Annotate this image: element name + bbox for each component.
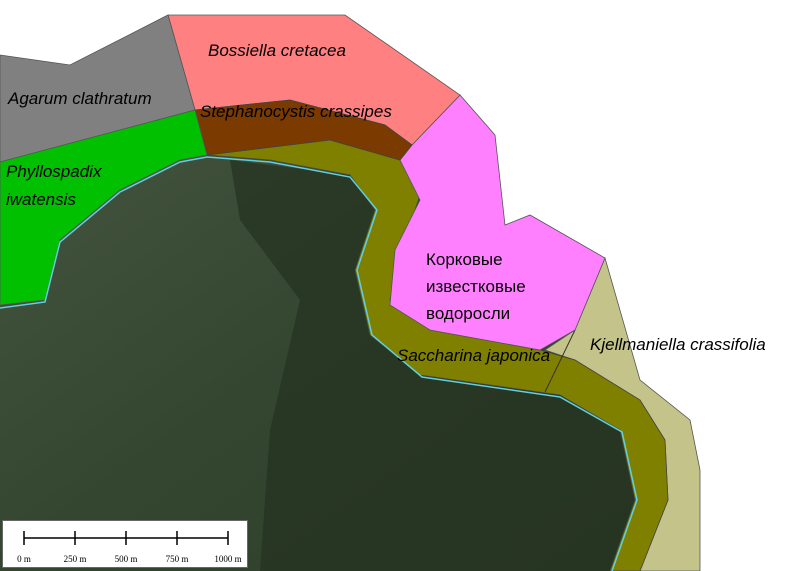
coastline bbox=[0, 156, 638, 571]
scale-tick-label: 1000 m bbox=[214, 554, 242, 564]
label-crustose-algae: Корковые известковые водоросли bbox=[426, 246, 526, 327]
label-agarum: Agarum clathratum bbox=[8, 89, 152, 108]
zone-agarum bbox=[0, 14, 196, 163]
zone-crustose-algae bbox=[389, 94, 606, 351]
zone-phyllospadix bbox=[0, 109, 208, 306]
scale-tick-label: 0 m bbox=[17, 554, 31, 564]
label-kjellmaniella: Kjellmaniella crassifolia bbox=[590, 335, 766, 354]
label-bossiella: Bossiella cretacea bbox=[208, 41, 346, 60]
zone-divider bbox=[544, 329, 576, 393]
scale-tick-label: 500 m bbox=[114, 554, 138, 564]
label-phyllospadix: Phyllospadix iwatensis bbox=[6, 158, 101, 214]
label-crustose-line1: Корковые bbox=[426, 250, 503, 269]
scale-tick-label: 750 m bbox=[165, 554, 189, 564]
label-stephanocystis: Stephanocystis crassipes bbox=[200, 102, 392, 121]
zone-stephanocystis bbox=[194, 99, 413, 161]
label-phyllospadix-line2: iwatensis bbox=[6, 190, 76, 209]
label-crustose-line3: водоросли bbox=[426, 304, 511, 323]
label-crustose-line2: известковые bbox=[426, 277, 526, 296]
label-phyllospadix-line1: Phyllospadix bbox=[6, 162, 102, 181]
scale-bar: 0 m 250 m 500 m 750 m 1000 m bbox=[2, 520, 248, 568]
forest-area bbox=[230, 160, 635, 571]
scale-bar-line bbox=[23, 531, 229, 545]
label-saccharina: Saccharina japonica bbox=[397, 346, 551, 365]
scale-tick-label: 250 m bbox=[63, 554, 87, 564]
